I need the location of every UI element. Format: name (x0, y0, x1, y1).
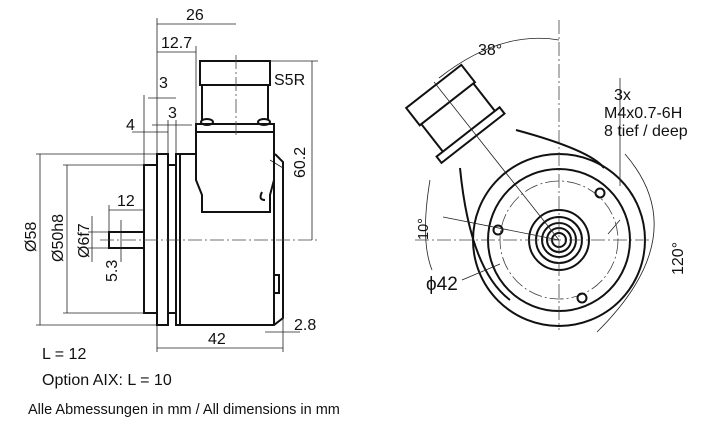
side-view: 26 12.7 3 3 4 S5R 60.2 Ø58 Ø50h8 Ø6f7 12… (23, 7, 318, 352)
angle-10: 10° (416, 218, 432, 240)
note-units: Alle Abmessungen in mm / All dimensions … (28, 402, 340, 418)
note-shaft-length: L = 12 (42, 346, 87, 363)
bolt-circle-dim: ϕ42 (426, 274, 458, 295)
front-view: 38° 10° 120° ϕ42 3x M4x0.7-6H 8 tief / d… (404, 20, 688, 333)
dim-60-2: 60.2 (292, 147, 309, 178)
connector-cap (404, 63, 477, 127)
dim-4: 4 (126, 117, 135, 134)
flange (156, 153, 169, 326)
dim-3a: 3 (159, 75, 168, 92)
angle-38: 38° (478, 42, 502, 59)
flange-pilot (143, 164, 158, 314)
screw (257, 118, 271, 126)
thread-depth: 8 tief / deep (604, 123, 688, 140)
dim-6: Ø6f7 (76, 223, 93, 258)
connector-cap (199, 60, 271, 86)
dim-2-8: 2.8 (294, 317, 316, 334)
thread-spec: M4x0.7-6H (604, 105, 682, 122)
body-front (175, 153, 181, 326)
connector-label: S5R (274, 72, 305, 89)
dim-26: 26 (186, 7, 204, 24)
dim-5-3: 5.3 (104, 260, 121, 282)
angle-120: 120° (670, 242, 687, 275)
screw (200, 118, 214, 126)
connector-flange (435, 105, 506, 165)
note-option: Option AIX: L = 10 (42, 372, 172, 389)
thread-hole (576, 292, 588, 304)
dim-50: Ø50h8 (50, 214, 67, 262)
dim-12-7: 12.7 (161, 35, 192, 52)
dim-58: Ø58 (23, 222, 40, 252)
dim-12: 12 (117, 193, 135, 210)
dim-42: 42 (208, 331, 226, 348)
flange-ring (167, 164, 177, 314)
thread-hole (594, 187, 606, 199)
thread-count: 3x (614, 87, 631, 104)
dim-3b: 3 (168, 105, 177, 122)
thread-hole (492, 224, 504, 236)
